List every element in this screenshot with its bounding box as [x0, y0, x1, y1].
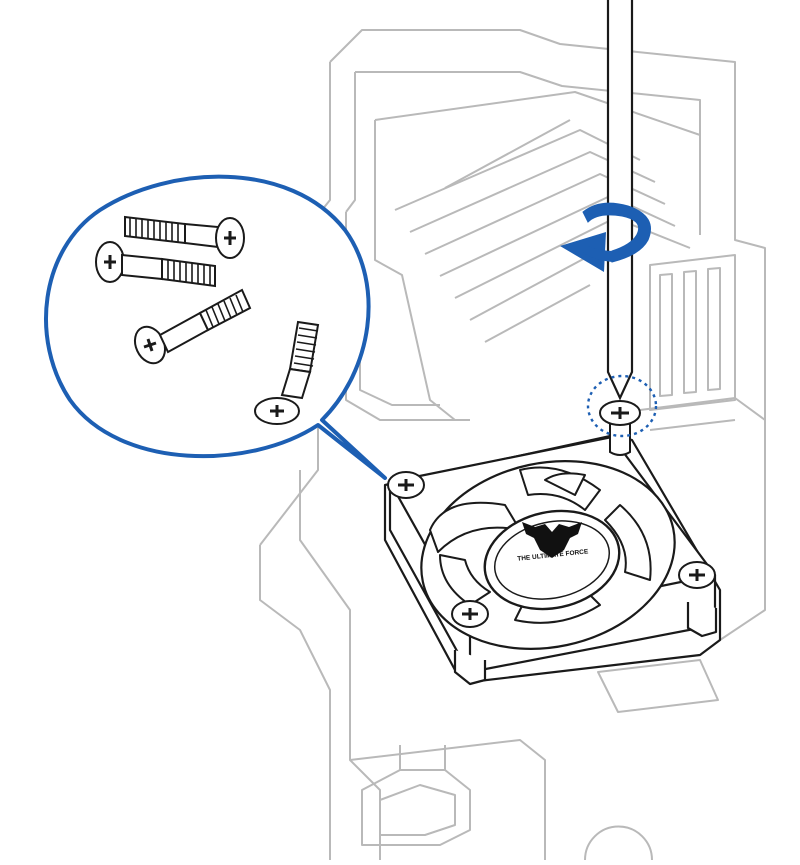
phillips-screw-icon: [95, 241, 216, 288]
spare-screws-group: [95, 215, 320, 425]
phillips-screw-icon: [124, 215, 245, 259]
clockwise-rotation-arrow-icon: [560, 202, 651, 272]
phillips-screw-icon: [254, 320, 320, 425]
dotted-circle-highlight-icon: [586, 374, 658, 438]
cpu-fan: [383, 433, 722, 686]
phillips-screw-icon: [451, 600, 489, 628]
phillips-screw-icon: [678, 561, 716, 589]
screwdriver-icon: [606, 0, 634, 401]
phillips-screw-icon: [387, 471, 425, 499]
motherboard-background: [259, 29, 766, 861]
fan-mount-screws: [387, 471, 716, 628]
phillips-screw-icon: [133, 288, 252, 365]
installing-screw: [599, 400, 641, 456]
screw-magnifier-callout: [44, 174, 387, 480]
